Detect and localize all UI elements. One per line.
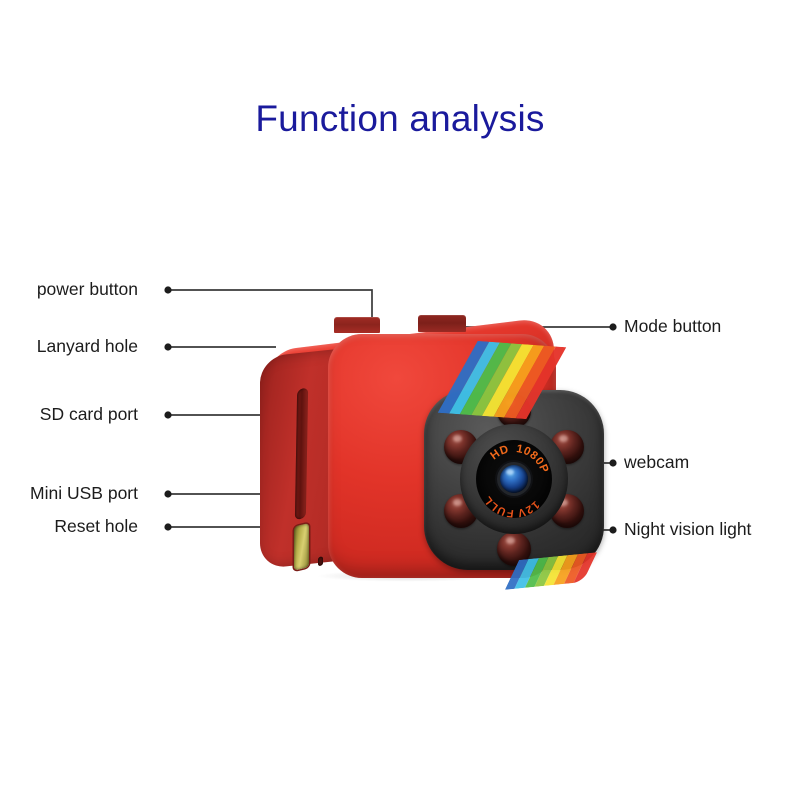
leader-dot-mode-button bbox=[609, 323, 617, 331]
lens-text-full: FULL bbox=[481, 493, 513, 518]
leader-dot-power-button bbox=[164, 286, 172, 294]
lanyard-hole bbox=[294, 387, 309, 521]
power-button[interactable] bbox=[334, 317, 380, 333]
lens-text-12v: 12V bbox=[516, 498, 541, 518]
product-image-mini-camera: HD 1080P 12V FULL bbox=[258, 312, 604, 590]
leader-dot-webcam bbox=[609, 459, 617, 467]
leader-dot-sd-card-port bbox=[164, 411, 172, 419]
page-title: Function analysis bbox=[255, 98, 545, 139]
lens-hub: HD 1080P 12V FULL bbox=[460, 424, 568, 534]
leader-dot-night-vision-light bbox=[609, 526, 617, 534]
callout-label-webcam: webcam bbox=[624, 452, 690, 472]
camera-body: HD 1080P 12V FULL bbox=[258, 316, 604, 590]
camera-front-face: HD 1080P 12V FULL bbox=[328, 334, 604, 590]
svg-text:HD: HD bbox=[488, 443, 510, 462]
svg-text:12V: 12V bbox=[516, 498, 541, 518]
svg-text:FULL: FULL bbox=[481, 493, 514, 518]
leader-dot-lanyard-hole bbox=[164, 343, 172, 351]
leader-dot-mini-usb-port bbox=[164, 490, 172, 498]
callout-label-sd-card-port: SD card port bbox=[39, 404, 138, 424]
webcam-lens-glass bbox=[500, 465, 528, 493]
callout-label-mode-button: Mode button bbox=[624, 316, 722, 336]
mini-usb-port bbox=[294, 523, 309, 571]
callout-label-reset-hole: Reset hole bbox=[54, 516, 138, 536]
mode-button[interactable] bbox=[418, 315, 466, 332]
callout-label-night-vision-light: Night vision light bbox=[624, 519, 752, 539]
webcam-lens-ring: HD 1080P 12V FULL bbox=[476, 440, 552, 518]
leader-dot-reset-hole bbox=[164, 523, 172, 531]
callout-label-lanyard-hole: Lanyard hole bbox=[36, 336, 138, 356]
reset-hole bbox=[318, 556, 323, 567]
lens-markings-text: HD 1080P 12V FULL bbox=[481, 443, 549, 518]
lens-text-hd: HD bbox=[488, 443, 509, 462]
callout-label-power-button: power button bbox=[36, 279, 138, 299]
callout-label-mini-usb-port: Mini USB port bbox=[30, 483, 138, 503]
